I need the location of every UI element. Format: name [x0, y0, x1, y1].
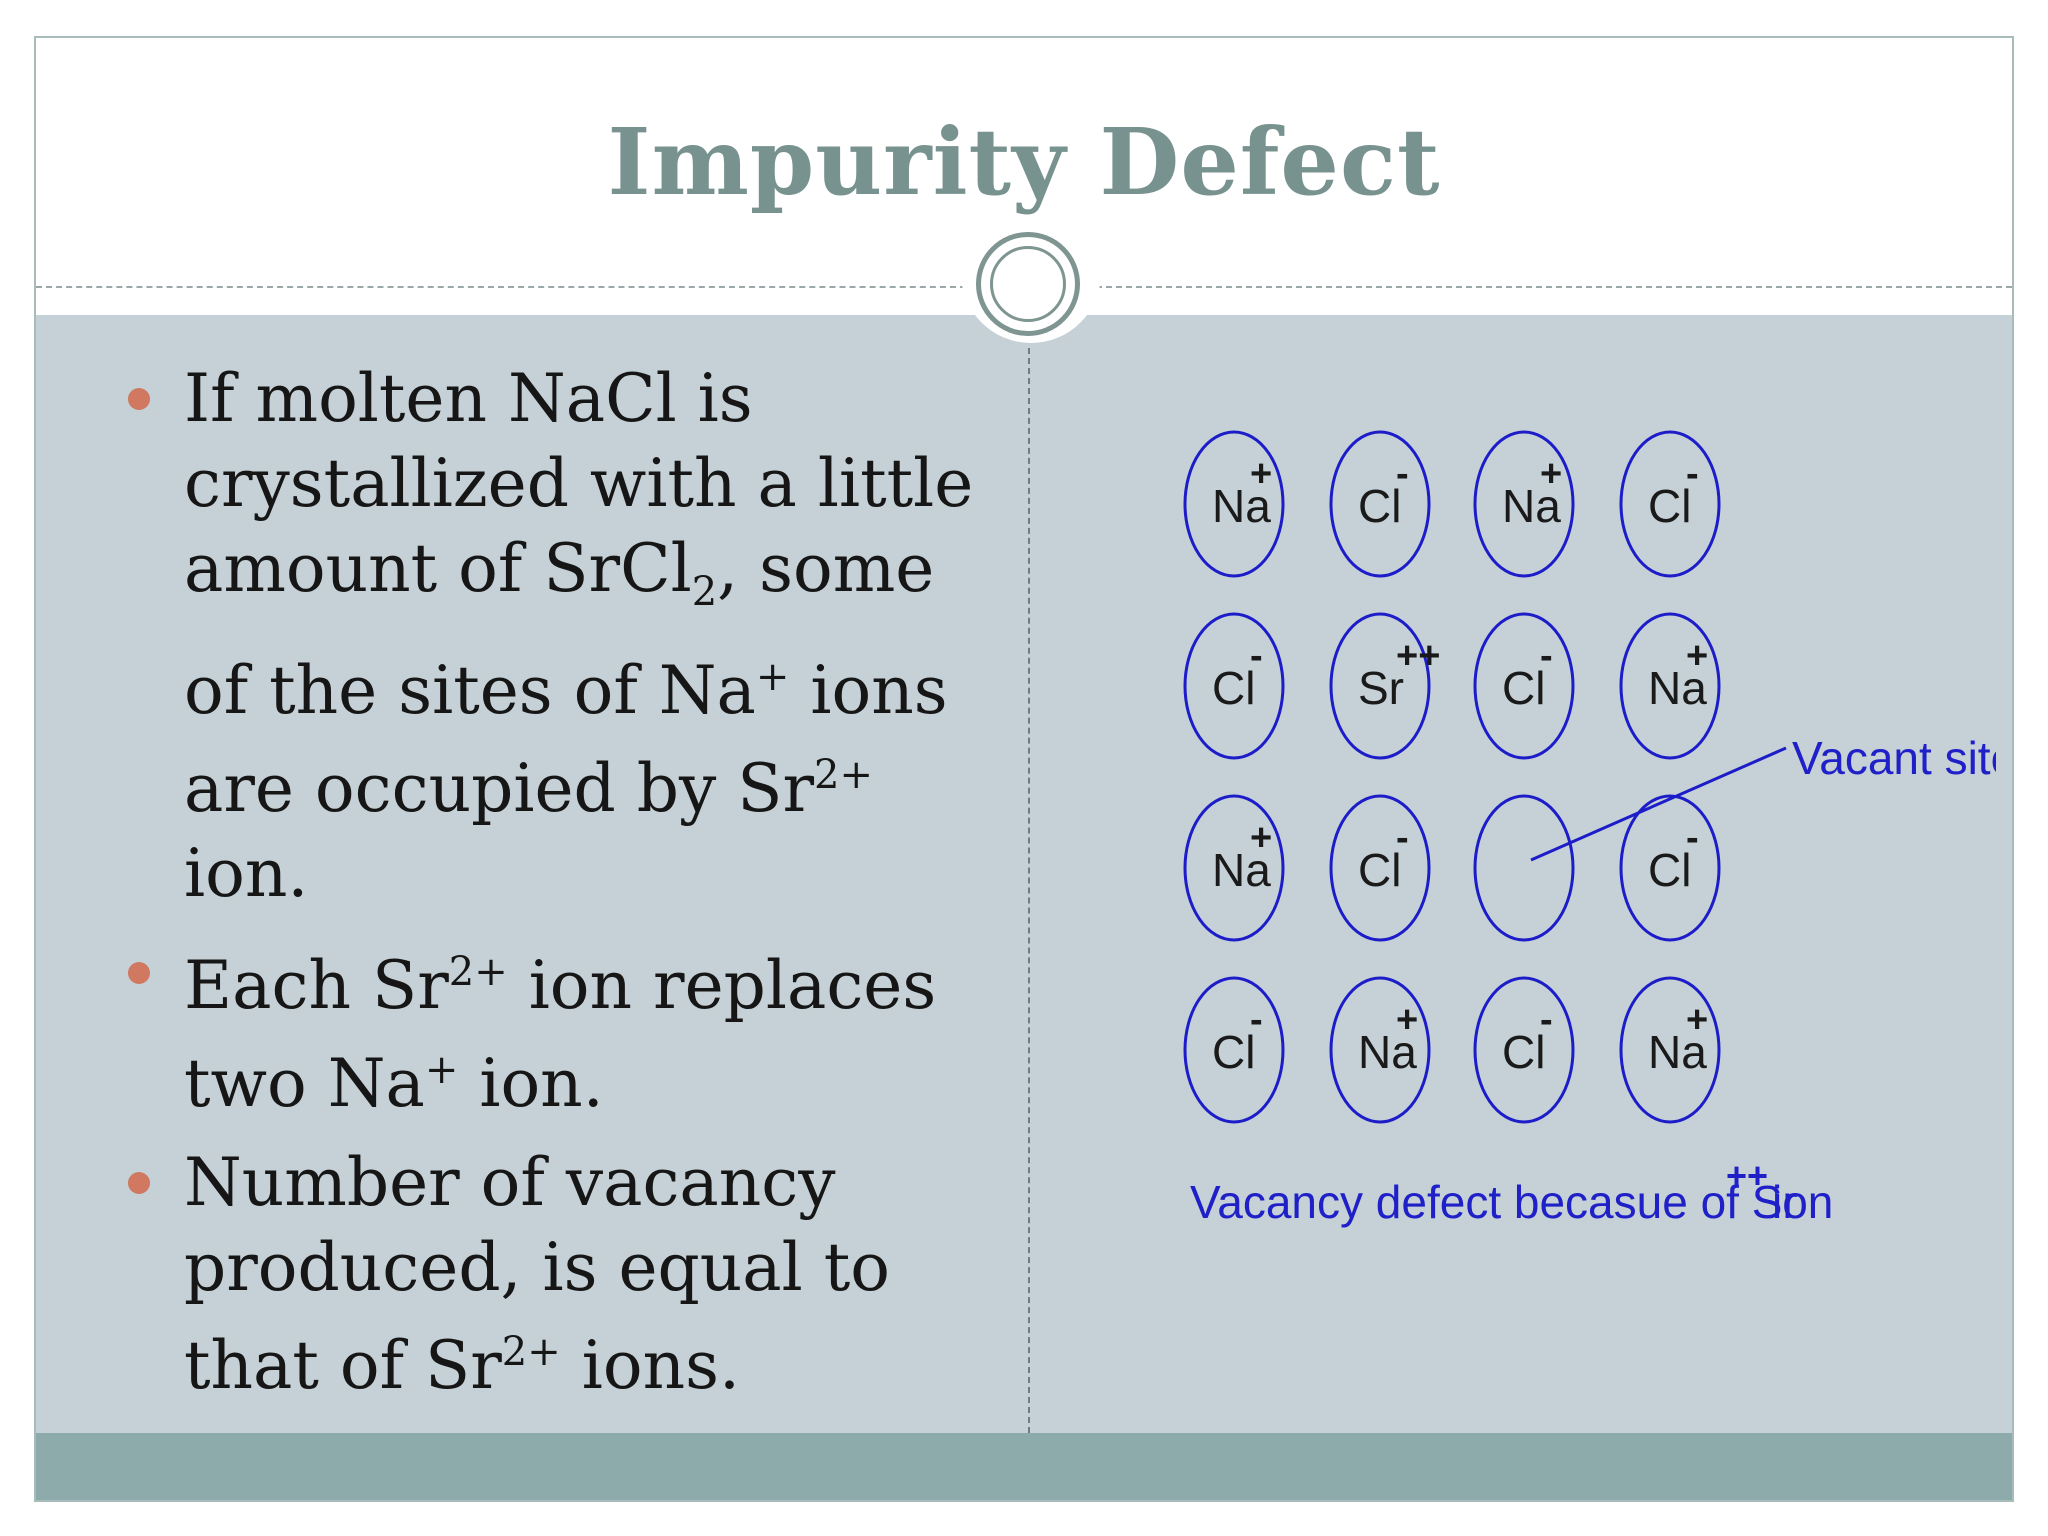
- ion-cl: Cl-: [1619, 430, 1721, 578]
- ion-charge: +: [1686, 635, 1708, 677]
- vacant-pointer-line: [1530, 746, 1787, 862]
- bullet-text: ions.: [560, 1327, 740, 1405]
- vacant-site: [1473, 794, 1575, 942]
- ion-symbol: Cl: [1648, 480, 1691, 532]
- lattice-svg: Na+Cl-Na+Cl-Cl-Sr++Cl-Na+Na+Cl-Cl-Cl-Na+…: [1183, 430, 1996, 1228]
- bullet-text: , some of the sites of Na: [184, 530, 935, 730]
- superscript: +: [424, 1047, 459, 1094]
- ion-cl: Cl-: [1619, 794, 1721, 942]
- bullet-list: If molten NaCl is crystallized with a li…: [128, 356, 1008, 1422]
- ion-symbol: Cl: [1212, 1026, 1255, 1078]
- decorative-ring-icon: [976, 232, 1080, 336]
- bullet-text: ions are occupied by Sr: [184, 652, 948, 828]
- ion-na: Na+: [1473, 430, 1575, 578]
- ion-symbol: Cl: [1502, 662, 1545, 714]
- ion-circle: [1329, 612, 1431, 760]
- ion-na: Na+: [1183, 430, 1285, 578]
- ion-circle: [1329, 976, 1431, 1124]
- ion-sr: Sr++: [1329, 612, 1440, 760]
- ion-circle: [1619, 794, 1721, 942]
- ion-circle: [1619, 612, 1721, 760]
- ion-charge: -: [1396, 453, 1409, 495]
- ion-circle: [1183, 794, 1285, 942]
- superscript: 2+: [814, 752, 873, 799]
- superscript: 2+: [448, 949, 508, 996]
- ion-cl: Cl-: [1183, 976, 1285, 1124]
- ion-circle: [1619, 976, 1721, 1124]
- slide-title: Impurity Defect: [607, 108, 1441, 216]
- bullet-item: Each Sr2+ ion replaces two Na+ ion.: [128, 930, 1008, 1126]
- ion-symbol: Cl: [1648, 844, 1691, 896]
- bullet-text: If molten NaCl is crystallized with a li…: [184, 360, 974, 607]
- ion-symbol: Na: [1648, 1026, 1707, 1078]
- ion-charge: +: [1250, 817, 1272, 859]
- ion-circle: [1473, 612, 1575, 760]
- title-divider-right: [1096, 286, 2012, 288]
- ion-charge: -: [1250, 999, 1263, 1041]
- diagram-caption: Vacancy defect becasue of Sr: [1190, 1176, 1798, 1228]
- ion-symbol: Na: [1212, 844, 1271, 896]
- bullet-icon: [128, 388, 150, 410]
- ion-circle: [1329, 430, 1431, 578]
- ion-circle: [1619, 430, 1721, 578]
- ion-charge: -: [1396, 817, 1409, 859]
- bullet-item: If molten NaCl is crystallized with a li…: [128, 356, 1008, 916]
- ion-circle: [1473, 794, 1575, 942]
- bullet-icon: [128, 1172, 150, 1195]
- bullet-text: ion.: [458, 1045, 604, 1123]
- ion-charge: -: [1686, 817, 1699, 859]
- ion-symbol: Cl: [1358, 480, 1401, 532]
- ion-symbol: Sr: [1358, 662, 1404, 714]
- content-panel: [36, 315, 2012, 1433]
- ion-na: Na+: [1619, 976, 1721, 1124]
- ion-charge: -: [1250, 635, 1263, 677]
- superscript: 2+: [501, 1329, 561, 1376]
- ion-circle: [1183, 430, 1285, 578]
- ion-cl: Cl-: [1473, 976, 1575, 1124]
- bullet-icon: [128, 962, 150, 985]
- ion-symbol: Cl: [1212, 662, 1255, 714]
- ion-circle: [1183, 976, 1285, 1124]
- ion-symbol: Na: [1502, 480, 1561, 532]
- ion-cl: Cl-: [1473, 612, 1575, 760]
- ion-circle: [1473, 430, 1575, 578]
- crystal-lattice-diagram: Na+Cl-Na+Cl-Cl-Sr++Cl-Na+Na+Cl-Cl-Cl-Na+…: [1136, 398, 1996, 1258]
- ion-charge: ++: [1396, 635, 1440, 677]
- ion-charge: -: [1540, 635, 1553, 677]
- bullet-text: Each Sr: [184, 947, 449, 1025]
- title-divider-left: [36, 286, 966, 288]
- caption-end: ion: [1772, 1176, 1833, 1228]
- ion-cl: Cl-: [1183, 612, 1285, 760]
- column-divider: [1028, 348, 1030, 1433]
- bullet-item: Number of vacancy produced, is equal to …: [128, 1140, 1008, 1408]
- ion-symbol: Na: [1212, 480, 1271, 532]
- ion-charge: +: [1396, 999, 1418, 1041]
- ion-na: Na+: [1183, 794, 1285, 942]
- bullet-text: Number of vacancy produced, is equal to …: [184, 1144, 890, 1405]
- superscript: +: [755, 654, 790, 701]
- bullet-text: ion replaces two Na: [184, 947, 937, 1123]
- ion-symbol: Cl: [1358, 844, 1401, 896]
- ion-na: Na+: [1619, 612, 1721, 760]
- ion-charge: -: [1686, 453, 1699, 495]
- ion-charge: +: [1540, 453, 1562, 495]
- ion-charge: +: [1686, 999, 1708, 1041]
- caption-superscript: ++: [1726, 1155, 1768, 1196]
- vacant-site-label: Vacant site: [1792, 732, 1996, 784]
- bullet-text: ion.: [184, 835, 309, 913]
- ion-symbol: Na: [1358, 1026, 1417, 1078]
- ion-na: Na+: [1329, 976, 1431, 1124]
- slide: Impurity Defect If molten NaCl is crysta…: [34, 36, 2014, 1502]
- ion-cl: Cl-: [1329, 430, 1431, 578]
- ion-charge: +: [1250, 453, 1272, 495]
- ion-symbol: Cl: [1502, 1026, 1545, 1078]
- ion-charge: -: [1540, 999, 1553, 1041]
- ion-symbol: Na: [1648, 662, 1707, 714]
- ion-circle: [1473, 976, 1575, 1124]
- footer-band: [36, 1433, 2012, 1500]
- ion-circle: [1183, 612, 1285, 760]
- ion-circle: [1329, 794, 1431, 942]
- subscript: 2: [691, 569, 718, 616]
- ion-cl: Cl-: [1329, 794, 1431, 942]
